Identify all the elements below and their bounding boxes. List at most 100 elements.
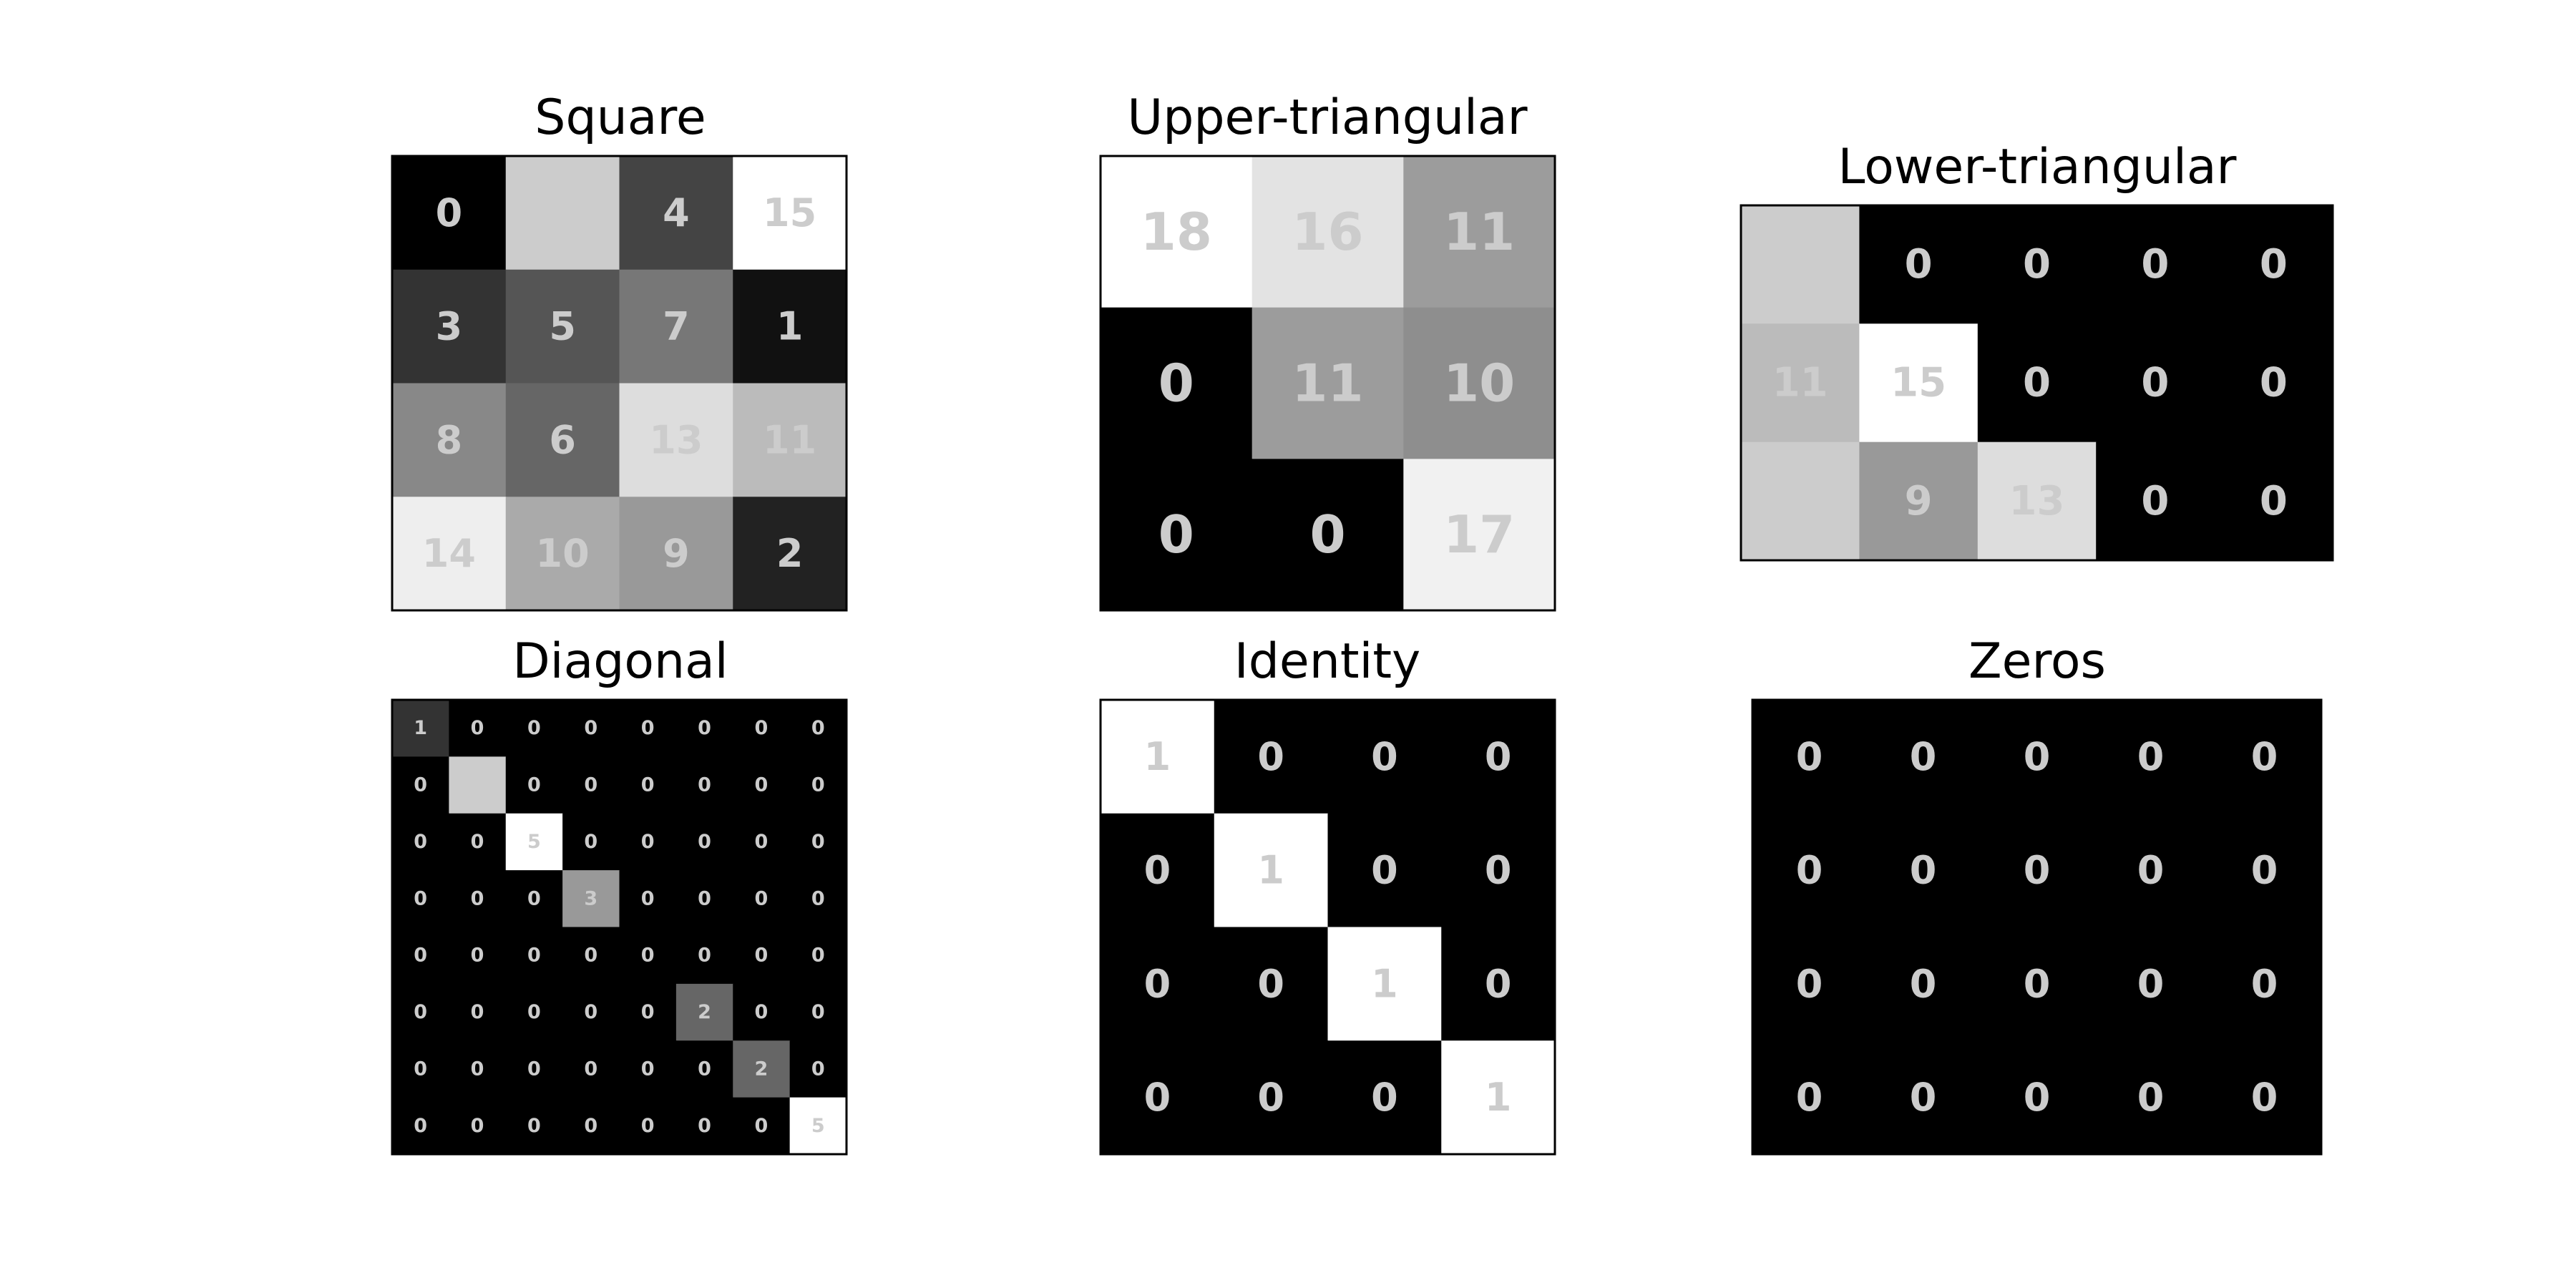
heatmap-cell <box>1859 441 1979 561</box>
heatmap-cell <box>1980 813 2094 928</box>
heatmap-cell <box>1977 323 2097 443</box>
cell-value-label: 0 <box>2137 734 2165 779</box>
panel-frame <box>1740 204 2334 562</box>
cell-value-label: 0 <box>2137 961 2165 1006</box>
heatmap-cell <box>675 756 733 814</box>
heatmap-cell <box>505 269 620 384</box>
heatmap-cell <box>1101 813 1215 928</box>
cell-value-label: 5 <box>527 831 541 853</box>
heatmap-cell <box>733 1097 791 1155</box>
heatmap-cell <box>505 383 620 497</box>
heatmap-cell <box>675 927 733 985</box>
heatmap-cell <box>505 497 620 611</box>
heatmap-cell <box>619 927 677 985</box>
cell-value-label: 0 <box>2260 478 2288 525</box>
heatmap-cell <box>1101 700 1215 814</box>
cell-value-label: 17 <box>1443 504 1515 565</box>
heatmap-cell <box>1866 927 1981 1041</box>
cell-value-label: 0 <box>414 1115 427 1137</box>
heatmap-cell <box>392 813 449 871</box>
heatmap-cell <box>2214 205 2333 324</box>
heatmap-cell <box>392 1040 449 1098</box>
heatmap-cell <box>619 1097 677 1155</box>
cell-value-label: 0 <box>811 1058 825 1080</box>
heatmap-cell <box>619 383 733 497</box>
cell-value-label: 0 <box>2251 848 2278 893</box>
heatmap-cell <box>449 700 507 757</box>
cell-value-label: 0 <box>414 1001 427 1023</box>
heatmap-cell <box>789 756 847 814</box>
heatmap-cell <box>1741 205 1860 324</box>
heatmap-cell <box>562 1040 620 1098</box>
cell-value-label: 0 <box>1257 734 1284 779</box>
cell-value-label: 0 <box>2251 961 2278 1006</box>
heatmap-cell <box>1101 1040 1215 1155</box>
heatmap-cell <box>1214 700 1329 814</box>
heatmap-cell <box>675 813 733 871</box>
cell-value-label: 0 <box>1796 734 1823 779</box>
cell-value-label: 10 <box>1443 353 1515 414</box>
cell-value-label: 0 <box>2024 848 2051 893</box>
heatmap-cell <box>1327 927 1442 1041</box>
cell-value-label: 0 <box>471 1115 484 1137</box>
cell-value-label: 2 <box>755 1058 769 1080</box>
heatmap-cell <box>2214 441 2333 561</box>
panel-title: Upper-triangular <box>1127 89 1527 146</box>
heatmap-cell <box>2094 813 2208 928</box>
cell-value-label: 0 <box>698 945 711 967</box>
cell-value-label: 0 <box>698 1058 711 1080</box>
cell-value-label: 0 <box>1144 961 1171 1006</box>
cell-value-label: 0 <box>755 1001 769 1023</box>
heatmap-cell <box>1441 927 1556 1041</box>
cell-value-label: 0 <box>2024 734 2051 779</box>
heatmap-cell <box>449 1097 507 1155</box>
heatmap-cell <box>1977 441 2097 561</box>
heatmap-cell <box>733 269 847 384</box>
heatmap-cell <box>619 156 733 270</box>
panel-title: Lower-triangular <box>1838 139 2237 195</box>
cell-value-label: 0 <box>1144 1075 1171 1120</box>
cell-value-label: 0 <box>1371 848 1398 893</box>
heatmap-cell <box>733 983 791 1041</box>
heatmap-cell <box>2094 927 2208 1041</box>
heatmap-cell <box>1403 307 1556 459</box>
cell-value-label: 0 <box>1257 961 1284 1006</box>
heatmap-cell <box>1327 1040 1442 1155</box>
panel-frame <box>391 155 848 612</box>
heatmap-cell <box>619 1040 677 1098</box>
heatmap-cell <box>449 1040 507 1098</box>
cell-value-label: 0 <box>414 945 427 967</box>
panel-title: Square <box>535 89 706 146</box>
cell-value-label: 0 <box>584 945 597 967</box>
heatmap-cell <box>1741 323 1860 443</box>
cell-value-label: 8 <box>436 417 463 462</box>
heatmap-cell <box>392 927 449 985</box>
cell-value-label: 0 <box>414 774 427 796</box>
heatmap-cell <box>392 497 507 611</box>
heatmap-cell <box>1214 813 1329 928</box>
heatmap-cell <box>449 870 507 928</box>
heatmap-cell <box>733 927 791 985</box>
heatmap-cell <box>505 927 563 985</box>
cell-value-label: 0 <box>2251 1075 2278 1120</box>
cell-value-label: 0 <box>527 945 541 967</box>
cell-value-label: 0 <box>584 1115 597 1137</box>
cell-value-label: 0 <box>414 831 427 853</box>
cell-value-label: 5 <box>549 304 576 349</box>
cell-value-label: 9 <box>663 531 690 576</box>
cell-value-label: 3 <box>436 304 463 349</box>
heatmap-cell <box>562 983 620 1041</box>
cell-value-label: 0 <box>698 774 711 796</box>
cell-value-label: 0 <box>2260 360 2288 406</box>
heatmap-cell <box>1101 307 1253 459</box>
heatmap-cell <box>733 870 791 928</box>
cell-value-label: 0 <box>755 717 769 739</box>
heatmap-cell <box>505 700 563 757</box>
heatmap-cell <box>1859 205 1979 324</box>
